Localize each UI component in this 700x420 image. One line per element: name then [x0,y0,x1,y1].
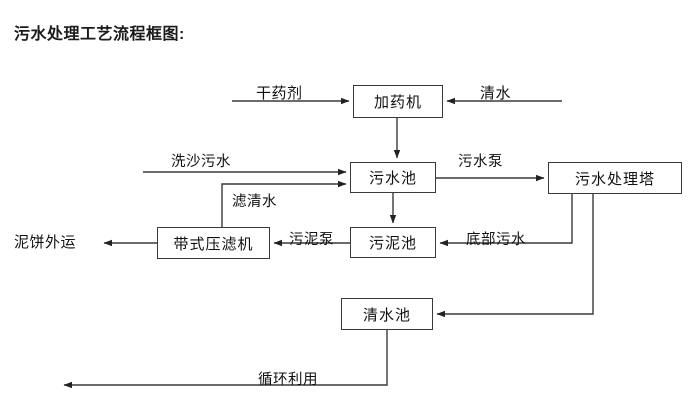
node-treatment-tower[interactable]: 污水处理塔 [548,162,682,194]
node-sludge-pool[interactable]: 污泥池 [350,227,436,258]
node-belt-filter-press[interactable]: 带式压滤机 [157,227,270,259]
label-mud-cake-outbound: 泥饼外运 [14,234,77,251]
node-label: 带式压滤机 [173,235,254,253]
label-clean-water: 清水 [480,85,512,102]
page-title: 污水处理工艺流程框图: [14,26,185,43]
label-sludge-pump: 污泥泵 [289,232,334,248]
node-label: 污水处理塔 [574,170,655,188]
label-sand-wash-sewage: 洗沙污水 [171,154,231,170]
node-wastewater-pool[interactable]: 污水池 [350,162,436,193]
node-label: 清水池 [362,306,411,324]
label-bottom-sewage: 底部污水 [466,232,526,248]
node-label: 加药机 [373,94,422,111]
node-label: 污泥池 [368,235,417,252]
label-recycling-reuse: 循环利用 [258,372,318,388]
label-dry-chemical: 干药剂 [256,85,303,102]
node-clear-water-pool[interactable]: 清水池 [341,298,433,330]
label-filtered-clear-water: 滤清水 [232,194,277,210]
label-sewage-pump: 污水泵 [458,154,503,170]
node-dosing-machine[interactable]: 加药机 [353,85,443,118]
node-label: 污水池 [368,170,417,187]
